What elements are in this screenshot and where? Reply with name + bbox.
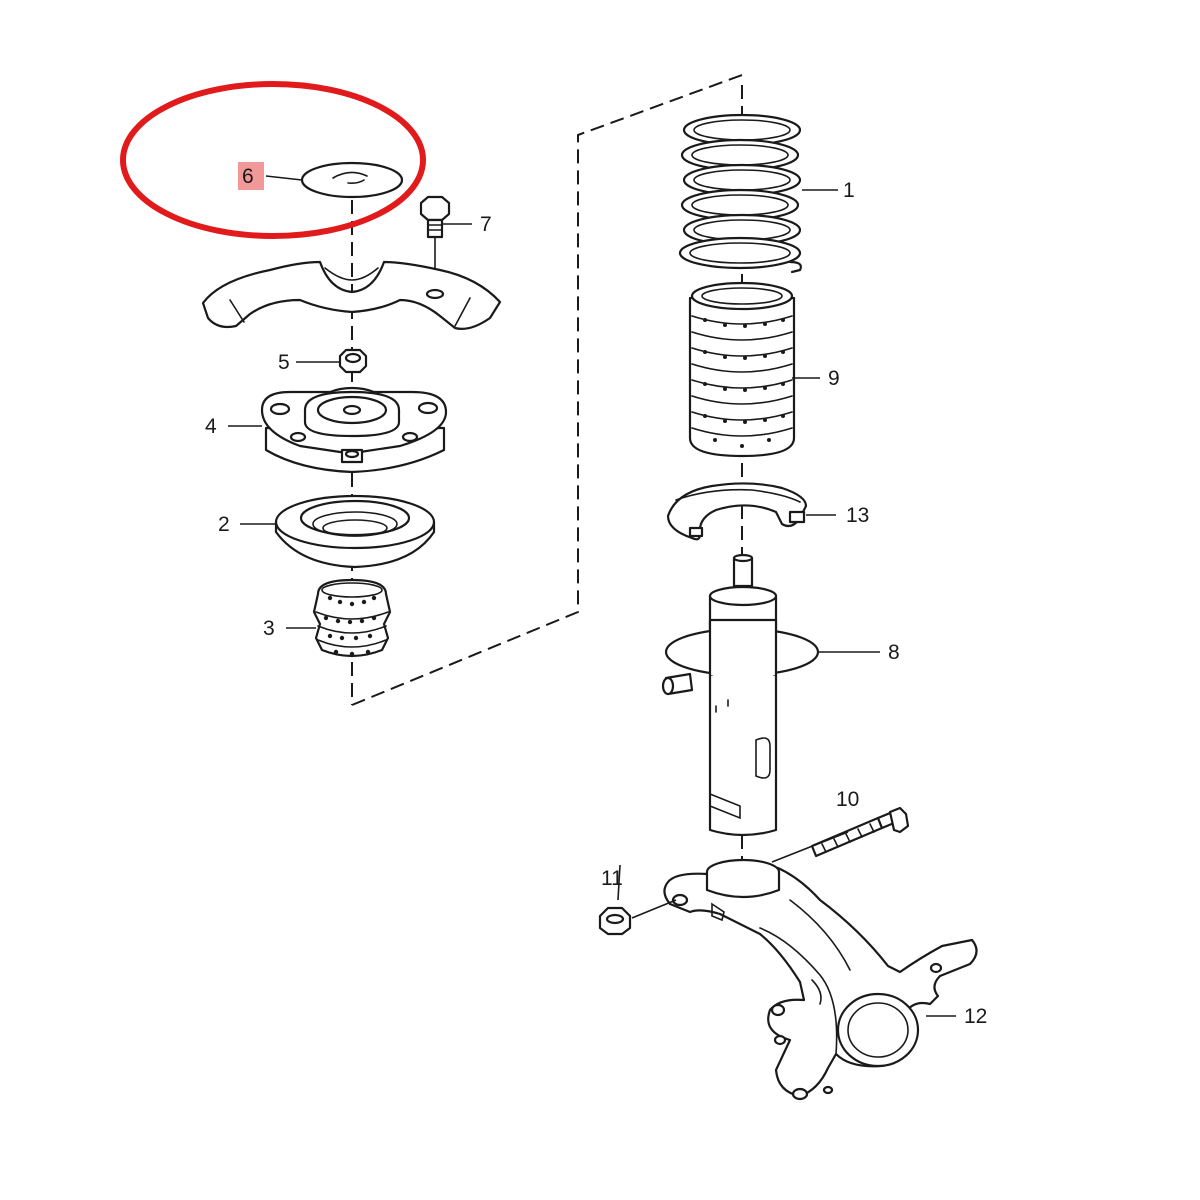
part-4-strut-mount[interactable] [260, 386, 448, 474]
part-7-bolt[interactable] [419, 195, 451, 291]
assembly-axis-lines [351, 74, 743, 880]
callout-3[interactable]: 3 [263, 617, 275, 640]
callout-9[interactable]: 9 [828, 367, 840, 390]
strut-tower-cover[interactable] [201, 260, 502, 330]
callout-4[interactable]: 4 [205, 415, 217, 438]
callout-6-highlight[interactable]: 6 [238, 162, 264, 190]
callout-8[interactable]: 8 [888, 641, 900, 664]
part-6-cap[interactable] [300, 161, 404, 199]
part-5-nut[interactable] [338, 348, 368, 374]
callout-1[interactable]: 1 [843, 179, 855, 202]
part-8-shock-absorber[interactable] [661, 553, 820, 837]
part-1-coil-spring[interactable] [678, 113, 802, 274]
part-10-pinch-bolt[interactable] [810, 806, 910, 858]
part-2-bearing[interactable] [274, 494, 436, 569]
callout-6[interactable]: 6 [242, 165, 254, 188]
callout-labels: 1 9 13 8 4 5 2 3 7 10 11 12 [205, 179, 987, 1028]
part-11-nut[interactable] [598, 906, 632, 936]
callout-5[interactable]: 5 [278, 351, 290, 374]
part-3-bump-stop[interactable] [312, 578, 392, 658]
part-9-dust-boot[interactable] [688, 281, 796, 458]
callout-10[interactable]: 10 [836, 788, 859, 811]
part-13-spring-pad[interactable] [666, 482, 808, 541]
callout-2[interactable]: 2 [218, 513, 230, 536]
callout-11[interactable]: 11 [601, 867, 623, 890]
callout-13[interactable]: 13 [846, 504, 869, 527]
part-12-steering-knuckle[interactable] [663, 858, 978, 1101]
callout-12[interactable]: 12 [964, 1005, 987, 1028]
highlight-circle [120, 81, 426, 239]
callout-7[interactable]: 7 [480, 213, 492, 236]
callout-6-box [238, 162, 264, 190]
leader-lines [228, 175, 956, 1017]
